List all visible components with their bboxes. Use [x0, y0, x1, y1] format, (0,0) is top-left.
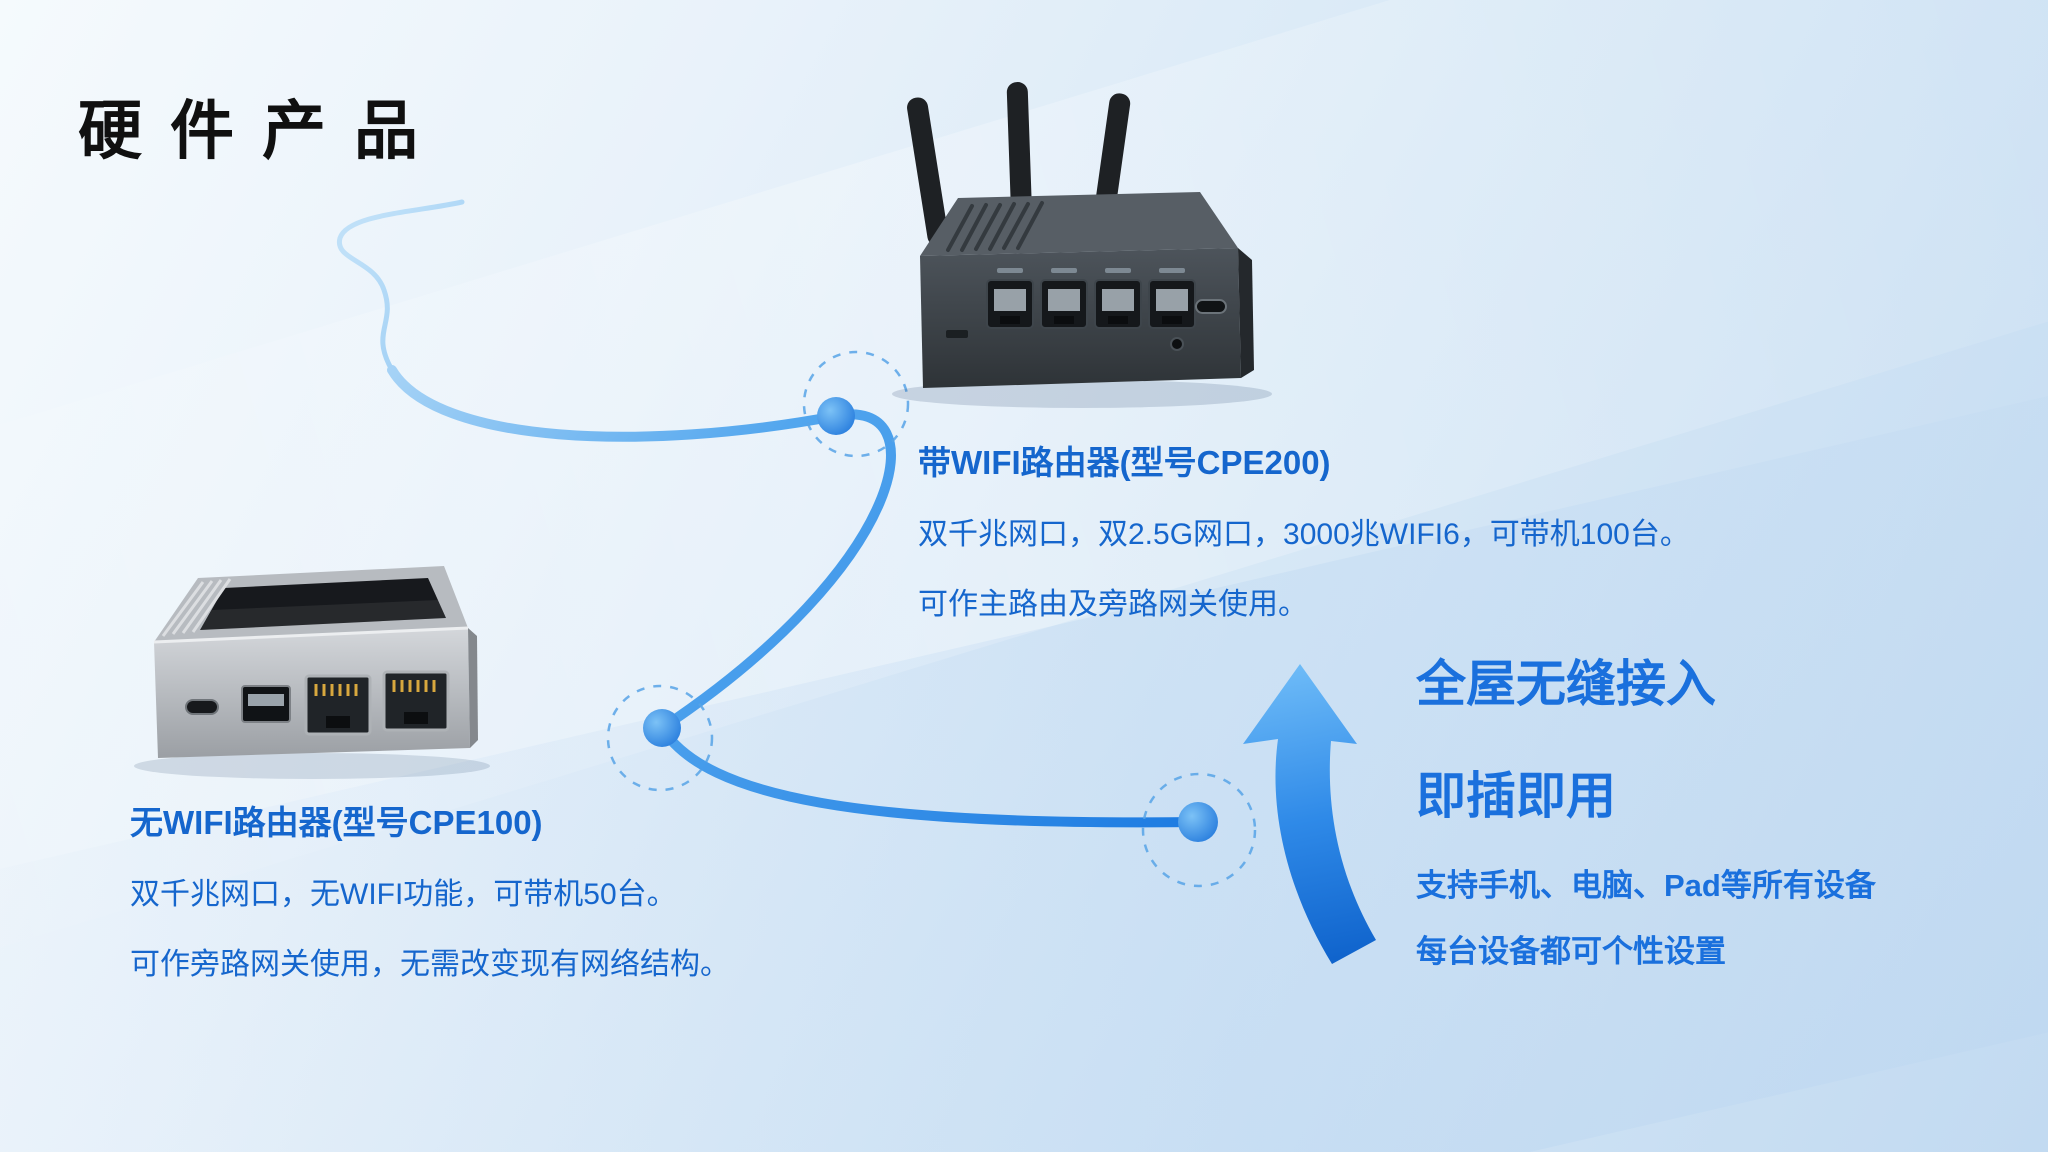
connector-dot-3 [1178, 802, 1218, 842]
cpe200-usbc-port [1195, 299, 1227, 314]
cpe200-router-image [892, 82, 1272, 408]
cpe100-shadow [134, 753, 490, 779]
cpe200-ethernet-port-2 [1040, 268, 1088, 329]
cpe200-ethernet-port-4 [1148, 268, 1196, 329]
cpe100-heatsink-fins [161, 578, 232, 637]
dashed-circle-3 [1141, 772, 1257, 888]
cpe200-spec-line-2: 可作主路由及旁路网关使用。 [918, 588, 1308, 621]
cpe200-text-block: 带WIFI路由器(型号CPE200) 双千兆网口，双2.5G网口，3000兆WI… [918, 436, 1690, 649]
cpe100-ethernet-port-2 [382, 670, 450, 732]
cpe200-ethernet-port-1 [986, 268, 1034, 329]
cpe100-side-face [468, 628, 478, 748]
dashed-circle-2 [606, 684, 714, 792]
cpe100-spec-line-1: 双千兆网口，无WIFI功能，可带机50台。 [130, 878, 677, 911]
cpe200-reset-button [1170, 337, 1184, 351]
cpe200-ethernet-ports [986, 268, 1196, 329]
cpe100-usba-port [241, 685, 291, 723]
cpe100-screen [200, 578, 446, 630]
connection-path-start [337, 199, 465, 373]
cpe200-top-face [920, 192, 1238, 256]
cpe100-spec-line-2: 可作旁路网关使用，无需改变现有网络结构。 [130, 948, 730, 981]
feature-headline-2: 即插即用 [1416, 768, 1616, 824]
cpe100-top-edge-highlight [153, 626, 469, 644]
cpe100-screen-gloss [200, 600, 446, 630]
connection-path [387, 365, 1203, 828]
cpe100-usbc-port [185, 699, 219, 715]
cpe200-heading: 带WIFI路由器(型号CPE200) [918, 444, 1331, 481]
cpe100-heading: 无WIFI路由器(型号CPE100) [130, 804, 543, 841]
connector-dot-2 [643, 709, 681, 747]
dashed-circle-1 [802, 350, 910, 458]
cpe100-ethernet-port-1 [304, 674, 372, 736]
feature-bullet-2: 每台设备都可个性设置 [1416, 933, 1726, 969]
cpe200-spec-line-1: 双千兆网口，双2.5G网口，3000兆WIFI6，可带机100台。 [918, 518, 1690, 551]
cpe100-router-image [134, 566, 490, 779]
page-title: 硬件产品 [78, 95, 446, 167]
cpe100-text-block: 无WIFI路由器(型号CPE100) 双千兆网口，无WIFI功能，可带机50台。… [130, 796, 730, 1009]
feature-bullet-1: 支持手机、电脑、Pad等所有设备 [1416, 868, 1876, 903]
up-arrow-icon [1243, 664, 1376, 964]
feature-headline-1: 全屋无缝接入 [1416, 656, 1716, 712]
cpe200-side-face [1238, 248, 1254, 378]
cpe200-sd-slot [946, 330, 968, 338]
cpe200-shadow [892, 380, 1272, 408]
features-text-block: 全屋无缝接入 即插即用 支持手机、电脑、Pad等所有设备 每台设备都可个性设置 [1416, 656, 1876, 969]
cpe200-ethernet-port-3 [1094, 268, 1142, 329]
connector-dot-1 [817, 397, 855, 435]
cpe200-top-vents [946, 201, 1044, 252]
